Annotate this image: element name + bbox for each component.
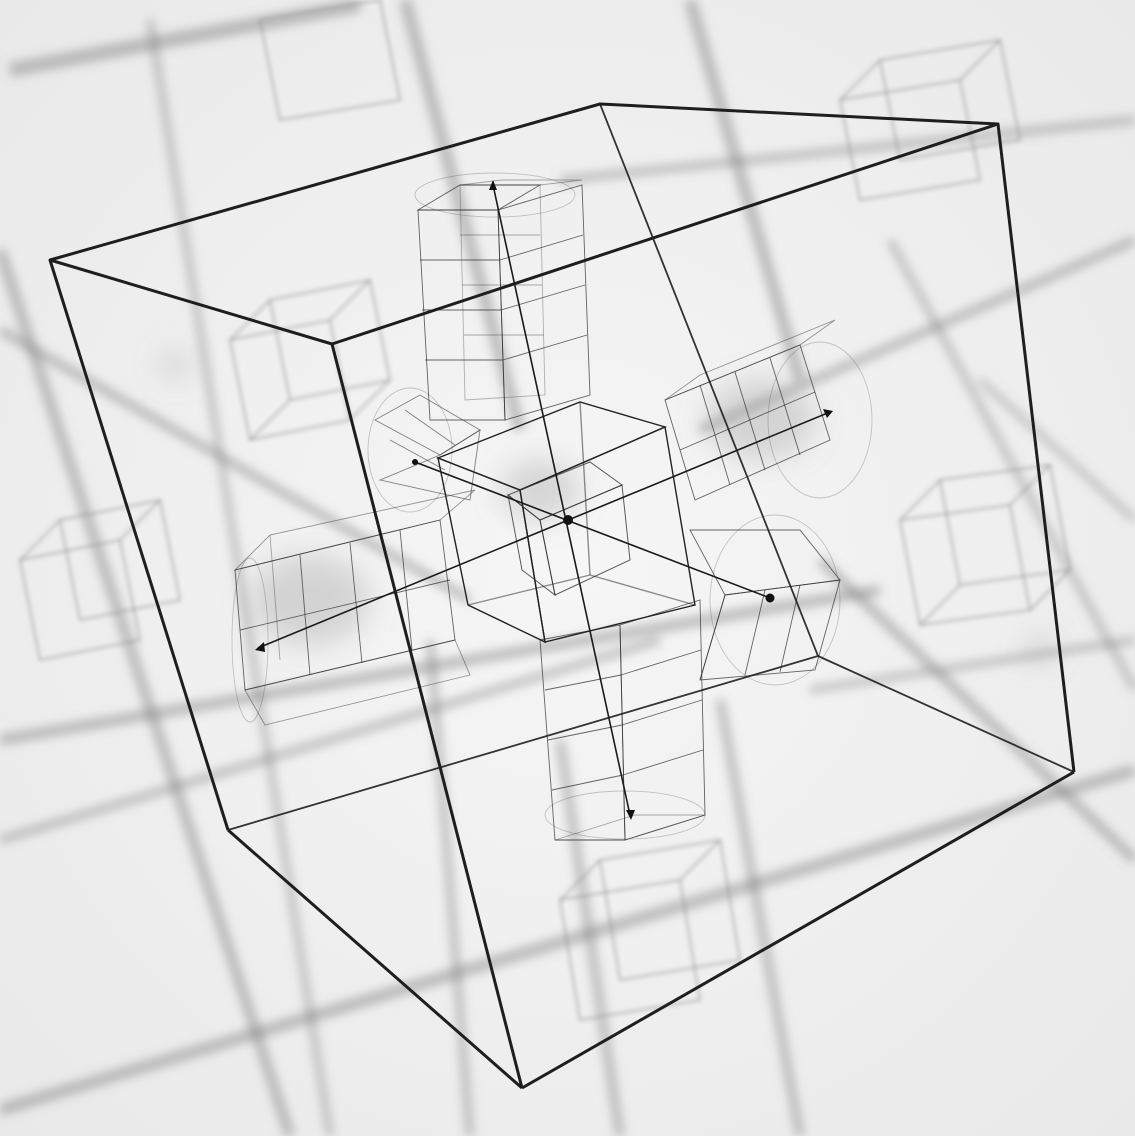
front-point <box>766 594 775 603</box>
back-point <box>412 459 418 465</box>
center-point <box>563 515 573 525</box>
